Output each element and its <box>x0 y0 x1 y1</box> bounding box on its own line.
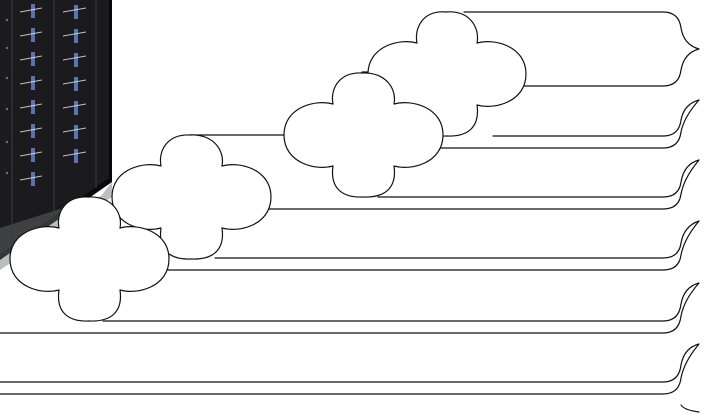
puzzle-blob-group <box>10 12 526 321</box>
connector-path-bottom <box>0 344 699 412</box>
